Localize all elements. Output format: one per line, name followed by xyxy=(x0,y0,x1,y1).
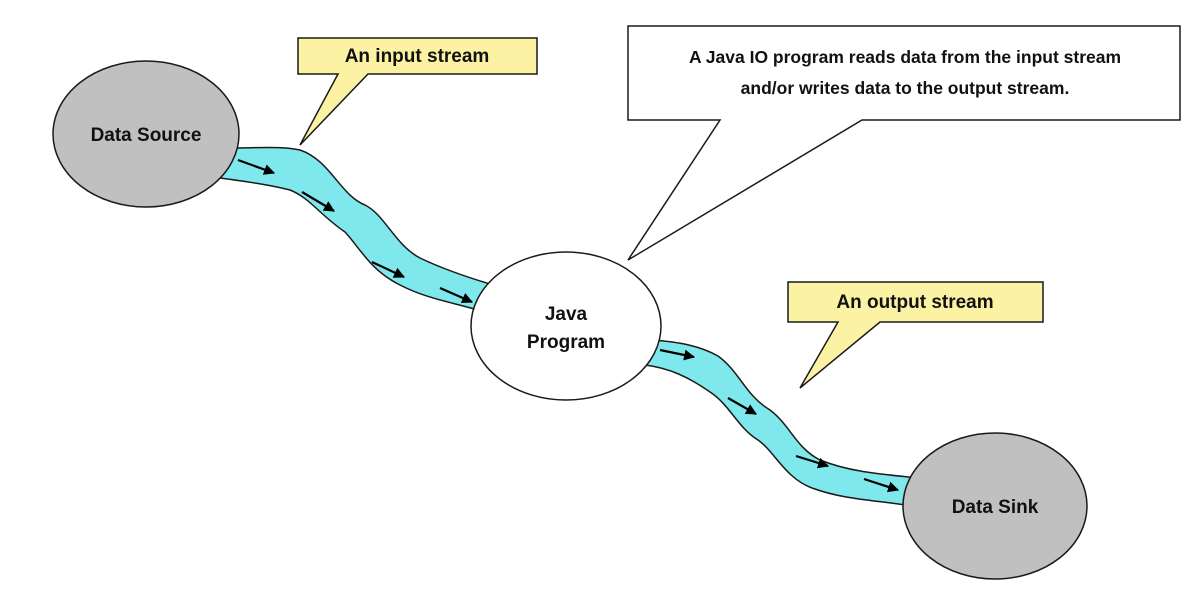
flow-arrow-icon xyxy=(659,348,696,361)
data-source-label: Data Source xyxy=(91,125,202,146)
flow-arrow-icon xyxy=(727,397,757,415)
java-program-ellipse xyxy=(470,251,662,401)
data-source-node: Data Source xyxy=(52,60,240,208)
output-stream-ribbon xyxy=(644,339,919,507)
java-io-note-line2: and/or writes data to the output stream. xyxy=(741,78,1070,98)
flow-arrow-icon xyxy=(795,454,830,469)
flow-arrow-icon xyxy=(439,286,474,304)
flow-arrow-icon xyxy=(237,158,276,175)
input-stream-callout-shape xyxy=(297,37,538,146)
output-stream-callout-shape xyxy=(787,281,1044,389)
java-io-note-line1: A Java IO program reads data from the in… xyxy=(689,47,1121,67)
data-source-ellipse xyxy=(52,60,240,208)
flow-arrow-icon xyxy=(371,261,405,278)
input-stream-callout-label: An input stream xyxy=(345,46,490,67)
flow-arrow-icon xyxy=(863,477,900,493)
java-program-label-line1: Java xyxy=(545,304,588,325)
output-stream-callout-label: An output stream xyxy=(836,292,993,313)
flow-arrow-icon xyxy=(301,191,335,212)
java-io-note-callout-shape xyxy=(627,25,1181,261)
data-sink-label: Data Sink xyxy=(952,497,1039,518)
data-sink-node: Data Sink xyxy=(902,432,1088,580)
input-stream-ribbon xyxy=(219,146,492,311)
output-stream-callout: An output stream xyxy=(787,281,1044,389)
java-io-note-callout: A Java IO program reads data from the in… xyxy=(627,25,1181,261)
java-program-label-line2: Program xyxy=(527,332,605,353)
java-program-node: Java Program xyxy=(470,251,662,401)
data-sink-ellipse xyxy=(902,432,1088,580)
input-flow-arrows xyxy=(237,158,474,304)
input-stream-callout: An input stream xyxy=(297,37,538,146)
output-flow-arrows xyxy=(659,348,900,493)
